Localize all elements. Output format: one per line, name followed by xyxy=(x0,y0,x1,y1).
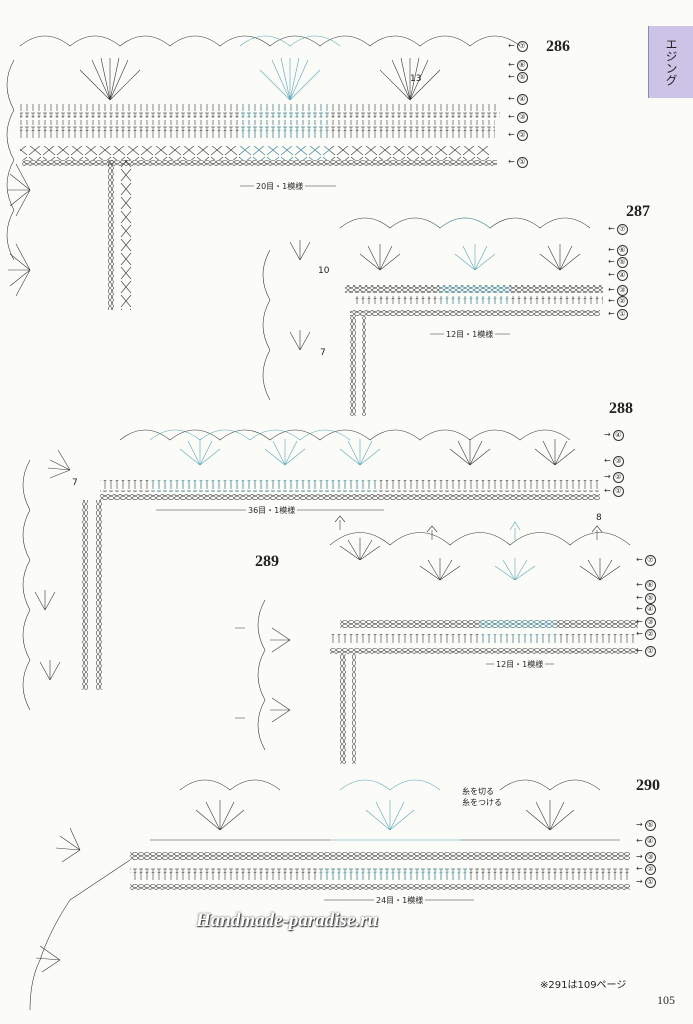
row-label: ←⑤ xyxy=(508,72,528,83)
row-label: ←④ xyxy=(636,836,656,847)
pattern-287-repeat-label: 12目・1模様 xyxy=(444,329,496,340)
row-label: ←① xyxy=(608,309,628,320)
row-label: ←⑥ xyxy=(608,245,628,256)
pattern-289-repeat-label: 12目・1模様 xyxy=(494,659,546,670)
row-label: ←④ xyxy=(636,604,656,615)
footnote: ※291は109ページ xyxy=(540,980,627,991)
row-label: ←⑦ xyxy=(636,555,656,566)
row-label: ←③ xyxy=(604,456,624,467)
row-label: ←① xyxy=(604,486,624,497)
row-label: ←① xyxy=(636,646,656,657)
pattern-286-chart xyxy=(6,35,521,310)
row-label: ←⑥ xyxy=(636,580,656,591)
row-label: ←⑤ xyxy=(636,593,656,604)
page-number: 105 xyxy=(657,993,675,1007)
pattern-287-inner-label: 10 xyxy=(318,266,330,276)
row-label: ←⑦ xyxy=(508,41,528,52)
pattern-288-number: 288 xyxy=(609,400,633,417)
pattern-289-number: 289 xyxy=(255,553,279,570)
pattern-290-repeat-label: 24目・1模様 xyxy=(374,895,426,906)
row-label: ←② xyxy=(508,130,528,141)
pattern-288-inner-label: 7 xyxy=(72,478,78,488)
pattern-286-repeat-label: 20目・1模様 xyxy=(254,181,306,192)
pattern-290-chart xyxy=(29,779,630,1011)
row-label: ←① xyxy=(508,157,528,168)
section-tab: エジング xyxy=(648,26,693,98)
row-label: →⑤ xyxy=(636,820,656,831)
pattern-289-chart xyxy=(235,515,638,764)
watermark: Handmade-paradise.ru xyxy=(196,910,379,931)
row-label: ←③ xyxy=(636,617,656,628)
row-label: ←③ xyxy=(608,285,628,296)
pattern-287-number: 287 xyxy=(626,203,650,220)
row-label: →① xyxy=(636,877,656,888)
row-label: →③ xyxy=(636,852,656,863)
row-label: →④ xyxy=(604,430,624,441)
pattern-288-chart xyxy=(22,429,600,711)
row-label: ←⑥ xyxy=(508,60,528,71)
row-label: ←③ xyxy=(508,112,528,123)
pattern-288-repeat-label: 36目・1模様 xyxy=(246,505,298,516)
pattern-287-inner-label: 7 xyxy=(320,348,326,358)
row-label: ←② xyxy=(608,296,628,307)
row-label: ←④ xyxy=(608,270,628,281)
pattern-290-number: 290 xyxy=(636,777,660,794)
row-label: ←② xyxy=(636,864,656,875)
pattern-286-number: 286 xyxy=(546,38,570,55)
row-label: ←② xyxy=(636,629,656,640)
row-label: ←④ xyxy=(508,94,528,105)
pattern-287-chart xyxy=(262,217,603,416)
row-label: →② xyxy=(604,472,624,483)
pattern-286-inner-label: 13 xyxy=(410,74,422,84)
row-label: ←⑦ xyxy=(608,224,628,235)
pattern-290-note: 糸を切る 糸をつける xyxy=(462,787,502,807)
row-label: ←⑤ xyxy=(608,257,628,268)
pattern-289-inner-label: 8 xyxy=(596,513,602,523)
